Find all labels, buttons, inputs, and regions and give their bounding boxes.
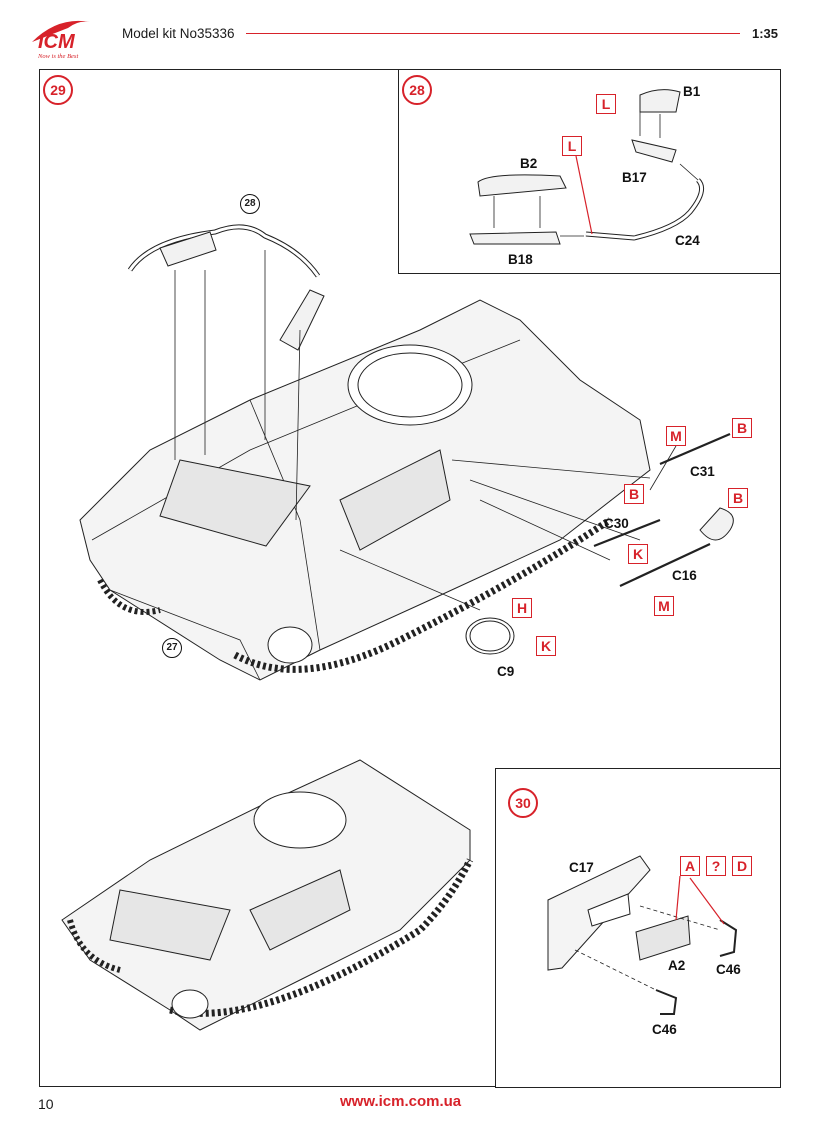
- instruction-tag-d: D: [732, 856, 752, 876]
- step-28-exhaust-parts: [469, 89, 705, 245]
- step-number-28: 28: [402, 75, 432, 105]
- hull-exhaust: [127, 224, 325, 521]
- instruction-tag-m-top: M: [666, 426, 686, 446]
- instruction-tag-l-2: L: [562, 136, 582, 156]
- part-label-b18: B18: [508, 252, 533, 267]
- part-label-b17: B17: [622, 170, 647, 185]
- part-label-c31: C31: [690, 464, 715, 479]
- part-label-b2: B2: [520, 156, 538, 171]
- instruction-tag-question: ?: [706, 856, 726, 876]
- part-label-a2: A2: [668, 958, 686, 973]
- hull-step-reference: 27: [162, 638, 182, 658]
- instruction-tag-k-ring: K: [536, 636, 556, 656]
- part-label-c30: C30: [604, 516, 629, 531]
- part-label-b1: B1: [683, 84, 701, 99]
- instruction-tag-b-top: B: [732, 418, 752, 438]
- step-number-30: 30: [508, 788, 538, 818]
- instruction-tag-m-bottom: M: [654, 596, 674, 616]
- website-link[interactable]: www.icm.com.ua: [340, 1093, 462, 1110]
- instruction-tag-b-right: B: [728, 488, 748, 508]
- svg-text:ICM: ICM: [38, 31, 76, 53]
- instruction-tag-h: H: [512, 598, 532, 618]
- part-label-c24: C24: [675, 233, 700, 248]
- instruction-tag-b-mid: B: [624, 484, 644, 504]
- step-29-handles: [593, 432, 734, 587]
- instruction-tag-l-1: L: [596, 94, 616, 114]
- hull-finished: [61, 759, 474, 1031]
- instruction-tag-k-mid: K: [628, 544, 648, 564]
- hull-main: [79, 299, 651, 681]
- part-label-c17: C17: [569, 860, 594, 875]
- step-30-parts: [547, 855, 738, 1015]
- part-label-c46-right: C46: [716, 962, 741, 977]
- page-number: 10: [38, 1096, 54, 1112]
- scale-label: 1:35: [752, 26, 779, 41]
- header-divider: [246, 33, 740, 34]
- icm-logo-graphic: ICM Now is the Best: [32, 20, 90, 60]
- step-28-panel: [398, 69, 781, 274]
- step-number-29: 29: [43, 75, 73, 105]
- icm-logo: ICM Now is the Best: [28, 14, 114, 60]
- step-29-leaders: [339, 445, 677, 611]
- part-label-c9: C9: [497, 664, 515, 679]
- instruction-tag-a: A: [680, 856, 700, 876]
- svg-text:Now is the Best: Now is the Best: [37, 53, 78, 60]
- model-kit-number: Model kit No35336: [122, 26, 235, 41]
- ring-c9: [465, 617, 515, 655]
- part-label-c46-bottom: C46: [652, 1022, 677, 1037]
- exhaust-step-reference: 28: [240, 194, 260, 214]
- part-label-c16: C16: [672, 568, 697, 583]
